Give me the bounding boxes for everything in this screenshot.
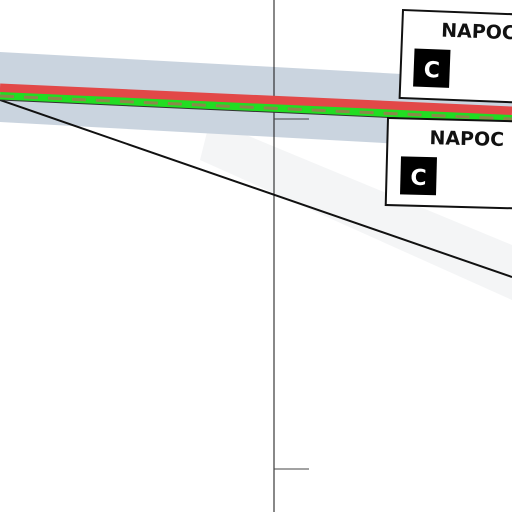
badge-letter: C [410,166,427,191]
label-name: NAPOC [429,127,504,151]
label-name: NAPOC [441,19,512,44]
route-red[interactable] [0,83,512,116]
location-label[interactable]: NAPOC C [384,116,512,210]
badge-icon [400,156,437,196]
location-label[interactable]: NAPOC C [398,8,512,104]
badge-letter: C [423,58,440,84]
shadow-band [200,120,512,300]
badge-icon [413,48,451,88]
diagonal-line [0,99,512,278]
route-dash [0,94,512,121]
